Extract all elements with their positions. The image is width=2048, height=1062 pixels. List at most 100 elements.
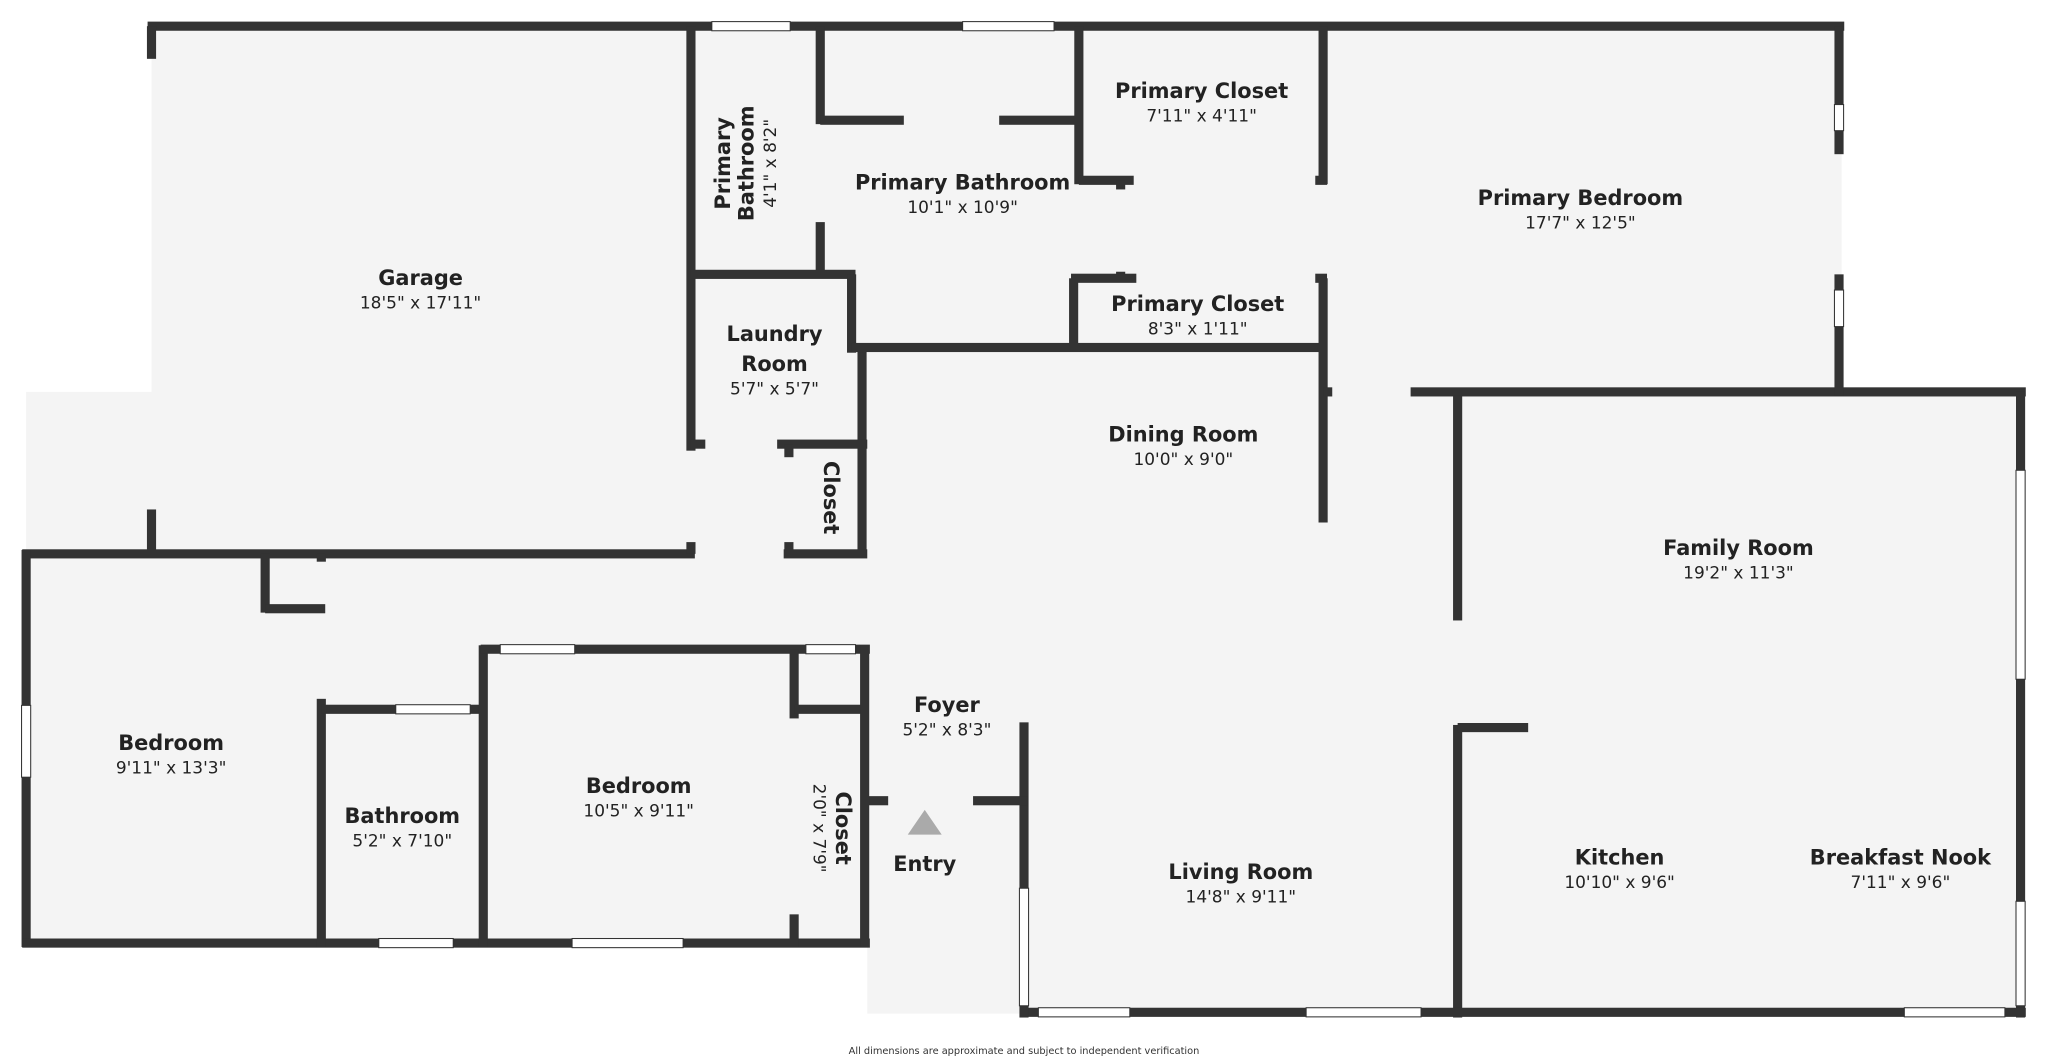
wall <box>2004 1007 2026 1017</box>
wall <box>783 549 868 559</box>
room-dims-family: 19'2" x 11'3" <box>1683 564 1794 584</box>
wall <box>1318 26 1328 185</box>
window <box>962 21 1055 32</box>
room-name-bedroom-1: Bedroom <box>118 731 224 755</box>
wall <box>851 342 1328 353</box>
wall <box>453 938 573 948</box>
window <box>499 644 576 655</box>
wall <box>2016 391 2026 471</box>
wall <box>686 542 696 554</box>
wall <box>857 350 867 558</box>
room-name-family: Family Room <box>1663 536 1814 560</box>
floor-fill <box>26 26 2022 1014</box>
window <box>711 21 791 32</box>
room-name-foyer: Foyer <box>914 693 981 717</box>
wall <box>146 26 157 59</box>
room-name-primary-closet-2: Primary Closet <box>1111 292 1284 316</box>
wall <box>22 938 379 948</box>
window <box>1903 1007 2006 1018</box>
window <box>571 937 684 949</box>
wall <box>789 914 799 947</box>
wall <box>1421 1007 1905 1017</box>
room-name-primary-closet: Primary Closet <box>1115 79 1288 103</box>
room-name-dining: Dining Room <box>1108 423 1258 447</box>
wall <box>1116 180 1126 190</box>
wall <box>1323 387 1333 397</box>
wall <box>265 604 326 614</box>
window <box>1833 289 1845 328</box>
room-name-kitchen: Kitchen <box>1575 846 1665 870</box>
window <box>2015 469 2026 680</box>
entry-label: Entry <box>893 852 956 876</box>
wall <box>260 553 270 613</box>
wall <box>470 704 485 714</box>
wall <box>480 644 501 654</box>
room-dims-primary-closet-2: 8'3" x 1'11" <box>1148 319 1248 339</box>
wall <box>1834 326 1844 396</box>
wall <box>21 549 31 706</box>
window <box>1305 1007 1422 1018</box>
wall <box>683 938 870 948</box>
wall <box>1834 26 1844 105</box>
room-dims-primary-closet: 7'11" x 4'11" <box>1146 107 1257 127</box>
room-dims-bedroom-1: 9'11" x 13'3" <box>116 758 227 778</box>
wall <box>999 115 1083 125</box>
room-dims-primary-bathroom: 10'1" x 10'9" <box>907 198 1018 218</box>
room-name-breakfast-nook: Breakfast Nook <box>1810 846 1992 870</box>
wall <box>1318 278 1328 523</box>
room-dims-living: 14'8" x 9'11" <box>1186 888 1297 908</box>
window <box>1833 104 1845 132</box>
wall <box>815 222 825 275</box>
wall <box>478 645 488 947</box>
room-dims-dining: 10'0" x 9'0" <box>1133 450 1233 470</box>
wall <box>1078 175 1134 185</box>
wall <box>1021 1007 1039 1017</box>
wall <box>1453 724 1463 1018</box>
wall <box>847 274 857 353</box>
room-name-closet-laundry: Closet <box>819 461 843 534</box>
window <box>1018 887 1030 1007</box>
room-name-bathroom: Bathroom <box>344 804 460 828</box>
wall <box>1834 130 1844 155</box>
window <box>378 937 454 949</box>
wall <box>1069 278 1079 351</box>
wall <box>777 439 868 449</box>
wall <box>867 796 889 806</box>
wall <box>1453 395 1463 621</box>
window <box>2015 900 2026 1007</box>
window <box>805 644 857 655</box>
room-name-primary-bedroom: Primary Bedroom <box>1478 186 1684 210</box>
entry-arrow-icon <box>907 809 942 835</box>
room-dims-primary-bedroom: 17'7" x 12'5" <box>1525 214 1636 234</box>
window <box>21 704 32 778</box>
wall <box>316 698 326 947</box>
room-dims-breakfast-nook: 7'11" x 9'6" <box>1851 873 1951 893</box>
wall <box>1834 274 1844 291</box>
room-dims-primary-bathroom-small: 4'1" x 8'2" <box>761 119 781 208</box>
wall <box>22 549 695 559</box>
wall <box>1457 723 1529 733</box>
wall <box>690 439 706 449</box>
wall <box>321 704 396 714</box>
disclaimer: All dimensions are approximate and subje… <box>849 1046 1200 1057</box>
window <box>1037 1007 1131 1018</box>
room-name-primary-bathroom: Primary Bathroom <box>855 170 1070 194</box>
wall <box>784 444 794 458</box>
room-dims-foyer: 5'2" x 8'3" <box>902 720 991 740</box>
wall <box>1074 26 1084 185</box>
wall <box>1071 273 1137 283</box>
wall <box>1129 1007 1307 1017</box>
room-name-garage: Garage <box>378 266 463 290</box>
room-name-laundry-line1: Laundry <box>727 322 823 346</box>
window <box>395 704 471 715</box>
wall <box>690 269 856 279</box>
windows <box>21 21 2026 1018</box>
wall <box>146 509 157 554</box>
wall <box>21 777 31 947</box>
wall <box>686 26 696 451</box>
room-dims-laundry: 5'7" x 5'7" <box>730 380 819 400</box>
room-name-closet-bedroom: Closet <box>831 791 855 864</box>
room-dims-bedroom-2: 10'5" x 9'11" <box>583 801 694 821</box>
room-name-laundry-line2: Room <box>741 352 808 376</box>
